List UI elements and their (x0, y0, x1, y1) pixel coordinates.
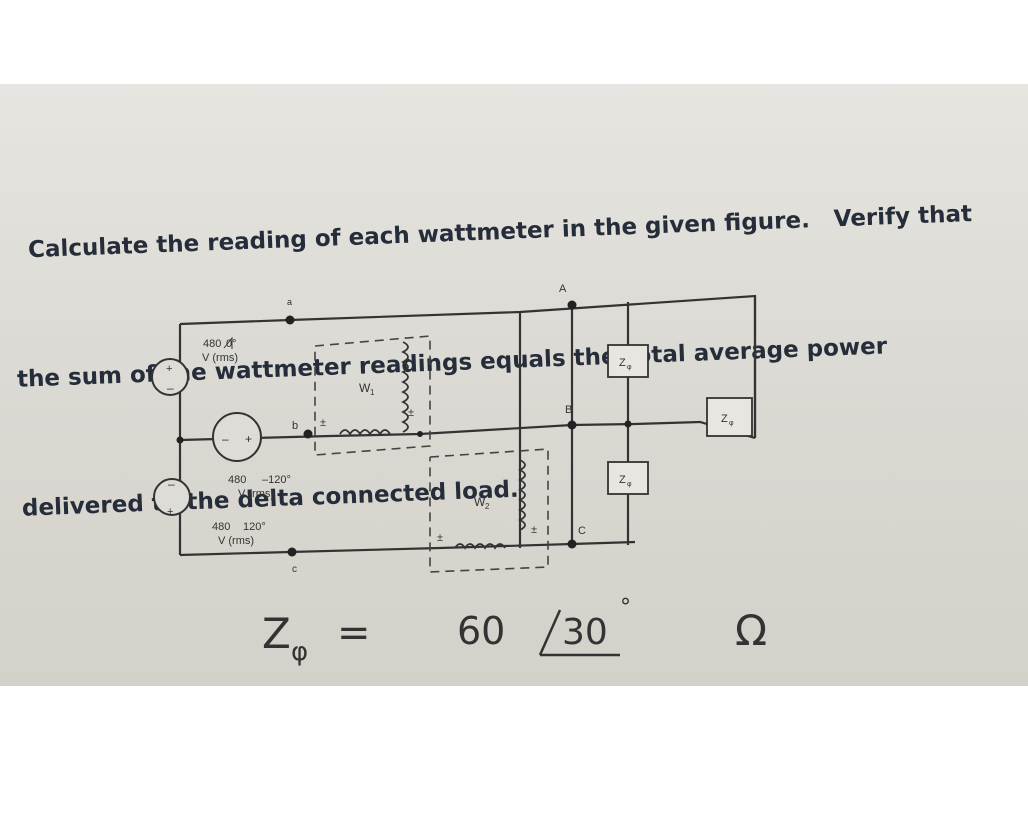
svg-text:W: W (359, 381, 371, 395)
impedance-BC: Z φ (607, 461, 649, 495)
svg-text:φ: φ (627, 364, 632, 371)
svg-text:+: + (245, 432, 252, 446)
wattmeter-2: W 2 ± ± (429, 448, 549, 573)
svg-text:±: ± (320, 417, 326, 429)
svg-text:480: 480 (228, 474, 246, 486)
svg-text:V (rms): V (rms) (202, 352, 238, 364)
handwritten-equation: Z φ = 60 30 ° Ω (262, 595, 767, 667)
circuit-diagram: + – – + – + 480 0° V (rms) 480 –120° V (… (151, 283, 767, 667)
source-label-b: 480 –120° V (rms) (228, 474, 291, 500)
svg-text:Z: Z (721, 413, 728, 425)
svg-text:=: = (337, 610, 371, 656)
svg-text:+: + (166, 363, 172, 375)
wattmeter-1: W 1 ± ± (314, 335, 431, 456)
svg-text:Z: Z (619, 474, 626, 486)
svg-text:2: 2 (485, 502, 490, 511)
svg-text:φ: φ (729, 420, 734, 427)
source-label-c: 480 120° V (rms) (212, 521, 266, 547)
node-label-a: a (287, 297, 292, 307)
svg-text:480: 480 (203, 338, 221, 350)
svg-text:±: ± (531, 524, 537, 536)
svg-text:60: 60 (457, 609, 505, 653)
voltage-source-c: – + (153, 477, 191, 518)
voltage-source-b: – + (212, 412, 262, 462)
voltage-source-a: + – (151, 358, 189, 396)
svg-text:–120°: –120° (262, 474, 291, 486)
svg-text:W: W (474, 495, 486, 509)
svg-text:±: ± (437, 532, 443, 544)
node-label-C: C (578, 525, 586, 537)
photo-of-textbook-page: Calculate the reading of each wattmeter … (0, 84, 1028, 686)
nodes (176, 300, 632, 557)
wires (178, 294, 757, 557)
svg-text:φ: φ (291, 637, 308, 667)
svg-text:–: – (167, 381, 174, 395)
svg-text:φ: φ (627, 481, 632, 488)
node-label-B: B (565, 404, 572, 416)
svg-text:V (rms): V (rms) (238, 488, 274, 500)
svg-text:0°: 0° (226, 338, 237, 350)
svg-text:480: 480 (212, 521, 230, 533)
svg-text:–: – (168, 477, 175, 491)
svg-text:Ω: Ω (735, 606, 767, 655)
svg-text:120°: 120° (243, 521, 266, 533)
svg-text:1: 1 (370, 388, 375, 397)
node-label-b: b (292, 420, 298, 432)
svg-text:–: – (222, 432, 229, 446)
svg-text:V (rms): V (rms) (218, 535, 254, 547)
source-label-a: 480 0° V (rms) (202, 336, 238, 364)
impedance-AB: Z φ (607, 344, 649, 378)
svg-text:Z: Z (262, 609, 291, 658)
svg-text:°: ° (620, 595, 631, 620)
svg-text:±: ± (408, 407, 414, 419)
svg-text:Z: Z (619, 357, 626, 369)
node-label-c: c (292, 564, 297, 575)
svg-text:+: + (167, 506, 173, 518)
impedance-CA: Z φ (706, 397, 753, 437)
node-label-A: A (559, 283, 567, 295)
svg-text:30: 30 (562, 612, 608, 653)
